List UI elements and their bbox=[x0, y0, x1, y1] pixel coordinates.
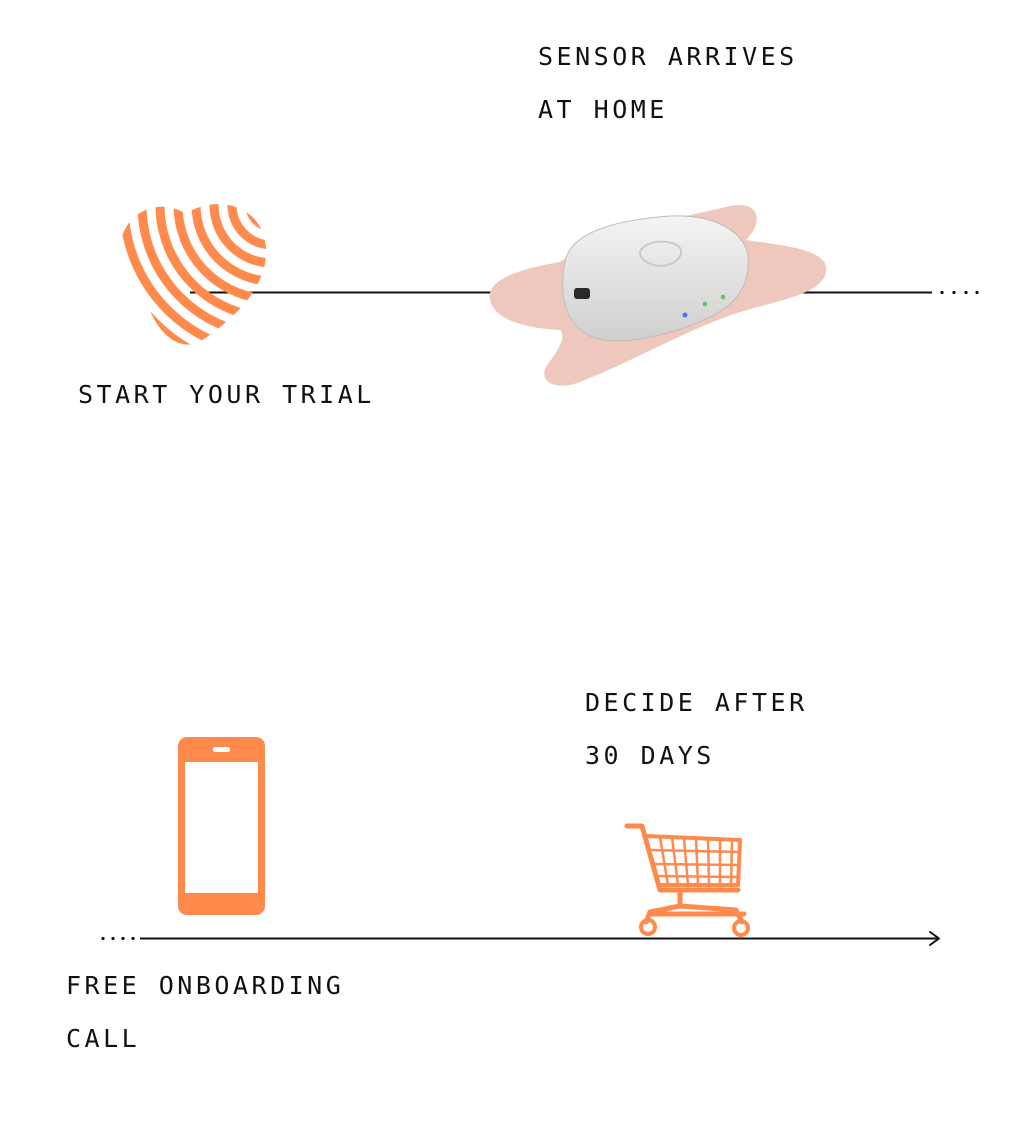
bottom-timeline-dots bbox=[101, 936, 135, 941]
step-label-sensor-arrives: SENSOR ARRIVES AT HOME bbox=[538, 30, 798, 136]
step-label-decide-line2: 30 DAYS bbox=[585, 741, 715, 770]
step-label-onboarding-line2: CALL bbox=[66, 1024, 141, 1053]
sensor-led-blue bbox=[682, 312, 688, 318]
top-timeline-dots bbox=[940, 290, 979, 295]
shopping-cart-icon bbox=[624, 823, 750, 937]
step-label-sensor-arrives-line2: AT HOME bbox=[538, 95, 668, 124]
step-label-onboarding-call: FREE ONBOARDING CALL bbox=[66, 959, 344, 1065]
sensor-led-green-2 bbox=[720, 294, 726, 300]
sensor-led-green-1 bbox=[702, 301, 708, 307]
step-label-decide: DECIDE AFTER 30 DAYS bbox=[585, 676, 808, 782]
smartphone-icon bbox=[178, 737, 265, 915]
timeline-arrowhead bbox=[929, 931, 940, 946]
step-label-onboarding-line1: FREE ONBOARDING bbox=[66, 971, 345, 1000]
step-label-sensor-arrives-line1: SENSOR ARRIVES bbox=[538, 42, 798, 71]
sensor-logo-mark bbox=[638, 240, 682, 268]
sensor-patch-device bbox=[489, 204, 827, 386]
step-label-decide-line1: DECIDE AFTER bbox=[585, 688, 808, 717]
step-label-start-trial: START YOUR TRIAL bbox=[78, 368, 375, 421]
sensor-port bbox=[574, 288, 590, 299]
step-label-start-trial-line1: START YOUR TRIAL bbox=[78, 380, 375, 409]
sensor-body bbox=[562, 215, 749, 342]
striped-heart-logo-icon bbox=[119, 204, 267, 345]
